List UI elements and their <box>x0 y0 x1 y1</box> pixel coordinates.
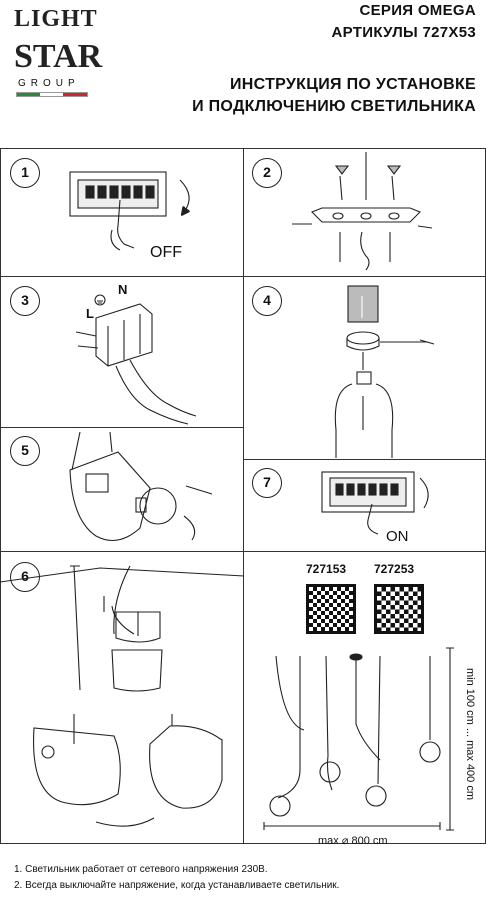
breaker-panel-off-icon <box>69 171 189 251</box>
product-code-1: 727153 <box>306 562 347 576</box>
logo-light: LIGHT <box>14 6 98 32</box>
logo-group: GROUP <box>18 78 80 89</box>
terminal-block-icon <box>75 294 197 425</box>
breaker-panel-on-icon <box>321 471 429 535</box>
step-number-1: 1 <box>10 158 40 188</box>
instruction-title-2: И ПОДКЛЮЧЕНИЮ СВЕТИЛЬНИКА <box>192 98 476 115</box>
diameter-label: max ⌀ 800 cm <box>318 835 388 847</box>
instruction-title-1: ИНСТРУКЦИЯ ПО УСТАНОВКЕ <box>229 76 476 93</box>
suspension-adjust-icon <box>0 565 245 827</box>
series-title: СЕРИЯ OMEGA <box>359 2 476 19</box>
qr-code-727153-icon[interactable] <box>306 584 356 634</box>
step-number-6: 6 <box>10 562 40 592</box>
step-number-2: 2 <box>252 158 282 188</box>
neutral-label: N <box>118 282 128 297</box>
step-number-4: 4 <box>252 286 282 316</box>
note-voltage: 1. Светильник работает от сетевого напря… <box>14 864 268 875</box>
note-power-off: 2. Всегда выключайте напряжение, когда у… <box>14 880 340 891</box>
articles-title: АРТИКУЛЫ 727X53 <box>331 24 476 41</box>
step-number-5: 5 <box>10 436 40 466</box>
step-number-7: 7 <box>252 468 282 498</box>
on-label: ON <box>386 528 409 545</box>
product-code-2: 727253 <box>374 562 415 576</box>
canopy-assembly-icon <box>334 285 435 458</box>
step-number-3: 3 <box>10 286 40 316</box>
qr-code-727253-icon[interactable] <box>374 584 424 634</box>
pendant-overview-icon <box>263 647 454 831</box>
mounting-bracket-icon <box>292 152 433 271</box>
logo-star: STAR <box>14 38 103 75</box>
lamp-bulb-install-icon <box>69 431 213 542</box>
logo-flag-icon <box>16 92 88 97</box>
live-label: L <box>86 306 94 321</box>
off-label: OFF <box>150 244 182 261</box>
height-range-label: min 100 cm ... max 400 cm <box>464 667 476 801</box>
